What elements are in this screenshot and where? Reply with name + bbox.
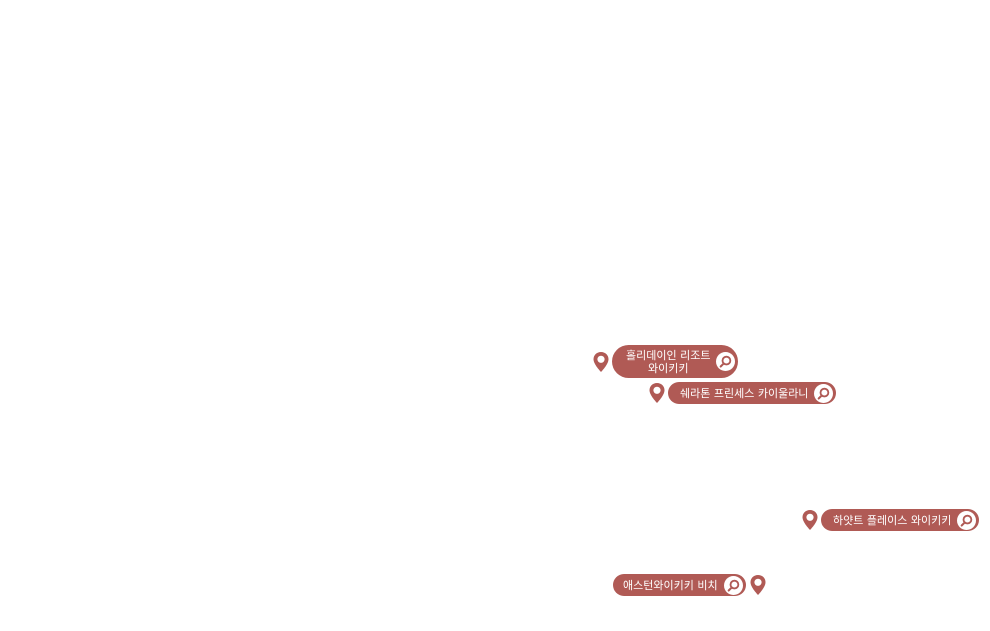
search-icon <box>720 355 732 368</box>
zoom-button[interactable] <box>814 383 834 403</box>
marker-label-text: 애스턴와이키키 비치 <box>623 578 718 592</box>
marker-sheraton-princess[interactable]: 쉐라톤 프린세스 카이울라니 <box>648 382 837 404</box>
map-pin-icon[interactable] <box>749 574 767 596</box>
map-pin-icon[interactable] <box>648 382 666 404</box>
marker-label-text: 쉐라톤 프린세스 카이울라니 <box>680 386 809 400</box>
marker-label-hyatt-place[interactable]: 하얏트 플레이스 와이키키 <box>821 509 980 531</box>
zoom-button[interactable] <box>957 510 977 530</box>
marker-label-text: 홀리데이인 리조트 와이키키 <box>626 348 711 375</box>
marker-label-sheraton-princess[interactable]: 쉐라톤 프린세스 카이울라니 <box>668 382 837 404</box>
map-pin-icon[interactable] <box>592 351 610 373</box>
zoom-button[interactable] <box>723 575 743 595</box>
marker-label-aston-waikiki-beach[interactable]: 애스턴와이키키 비치 <box>613 574 746 596</box>
search-icon <box>960 514 973 527</box>
marker-aston-waikiki-beach[interactable]: 애스턴와이키키 비치 <box>613 574 767 596</box>
search-icon <box>818 387 830 400</box>
search-icon <box>727 579 739 592</box>
zoom-button[interactable] <box>716 352 736 371</box>
marker-holiday-inn[interactable]: 홀리데이인 리조트 와이키키 <box>592 345 739 378</box>
marker-hyatt-place[interactable]: 하얏트 플레이스 와이키키 <box>801 509 980 531</box>
marker-label-holiday-inn[interactable]: 홀리데이인 리조트 와이키키 <box>612 345 739 378</box>
marker-label-text: 하얏트 플레이스 와이키키 <box>833 513 952 527</box>
map-pin-icon[interactable] <box>801 509 819 531</box>
